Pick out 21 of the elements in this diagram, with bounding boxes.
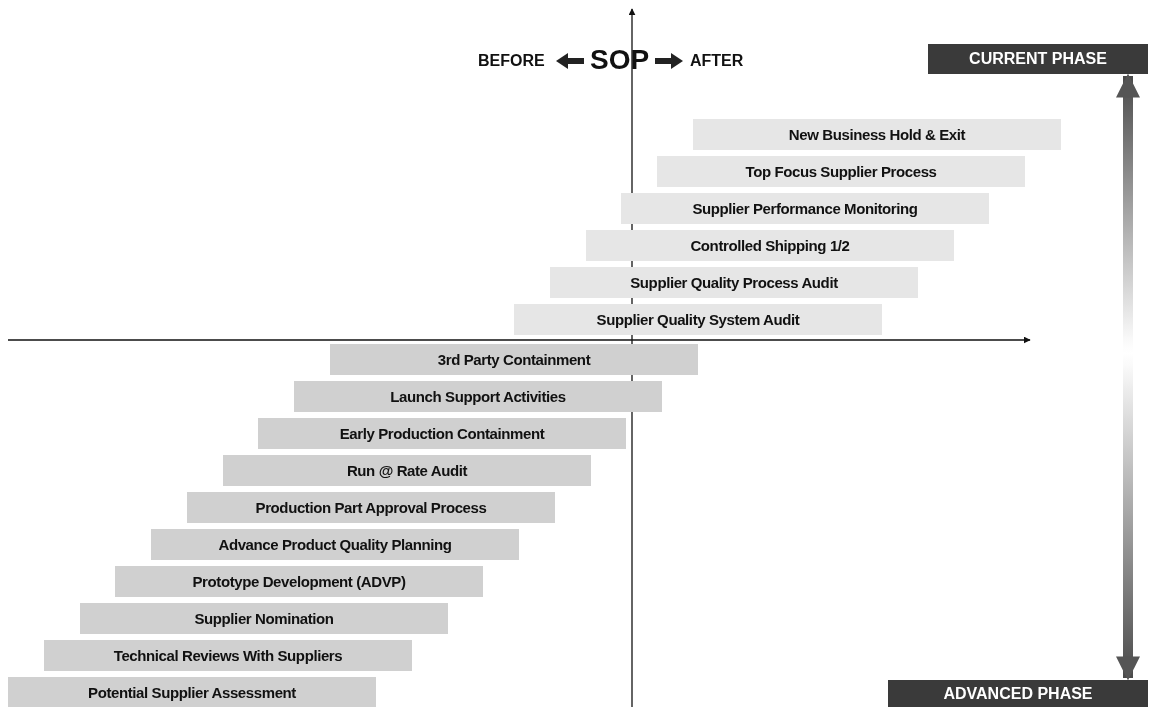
step-bar: Early Production Containment [258, 418, 626, 449]
step-bar: Controlled Shipping 1/2 [586, 230, 954, 261]
step-bar: Supplier Nomination [80, 603, 448, 634]
step-bar: Supplier Performance Monitoring [621, 193, 989, 224]
step-bar: Top Focus Supplier Process [657, 156, 1025, 187]
step-bar: Supplier Quality Process Audit [550, 267, 918, 298]
phase-label: ADVANCED PHASE [888, 680, 1148, 707]
step-bar: New Business Hold & Exit [693, 119, 1061, 150]
step-bar: Potential Supplier Assessment [8, 677, 376, 707]
step-bar: Advance Product Quality Planning [151, 529, 519, 560]
step-bar: Launch Support Activities [294, 381, 662, 412]
step-bar: Prototype Development (ADVP) [115, 566, 483, 597]
step-bar: Production Part Approval Process [187, 492, 555, 523]
step-bar: Technical Reviews With Suppliers [44, 640, 412, 671]
step-bar: Supplier Quality System Audit [514, 304, 882, 335]
phase-label: CURRENT PHASE [928, 44, 1148, 74]
before-label: BEFORE [478, 53, 545, 69]
step-bar: Run @ Rate Audit [223, 455, 591, 486]
after-label: AFTER [690, 53, 744, 69]
double-arrow [1116, 73, 1140, 681]
step-bar: 3rd Party Containment [330, 344, 698, 375]
